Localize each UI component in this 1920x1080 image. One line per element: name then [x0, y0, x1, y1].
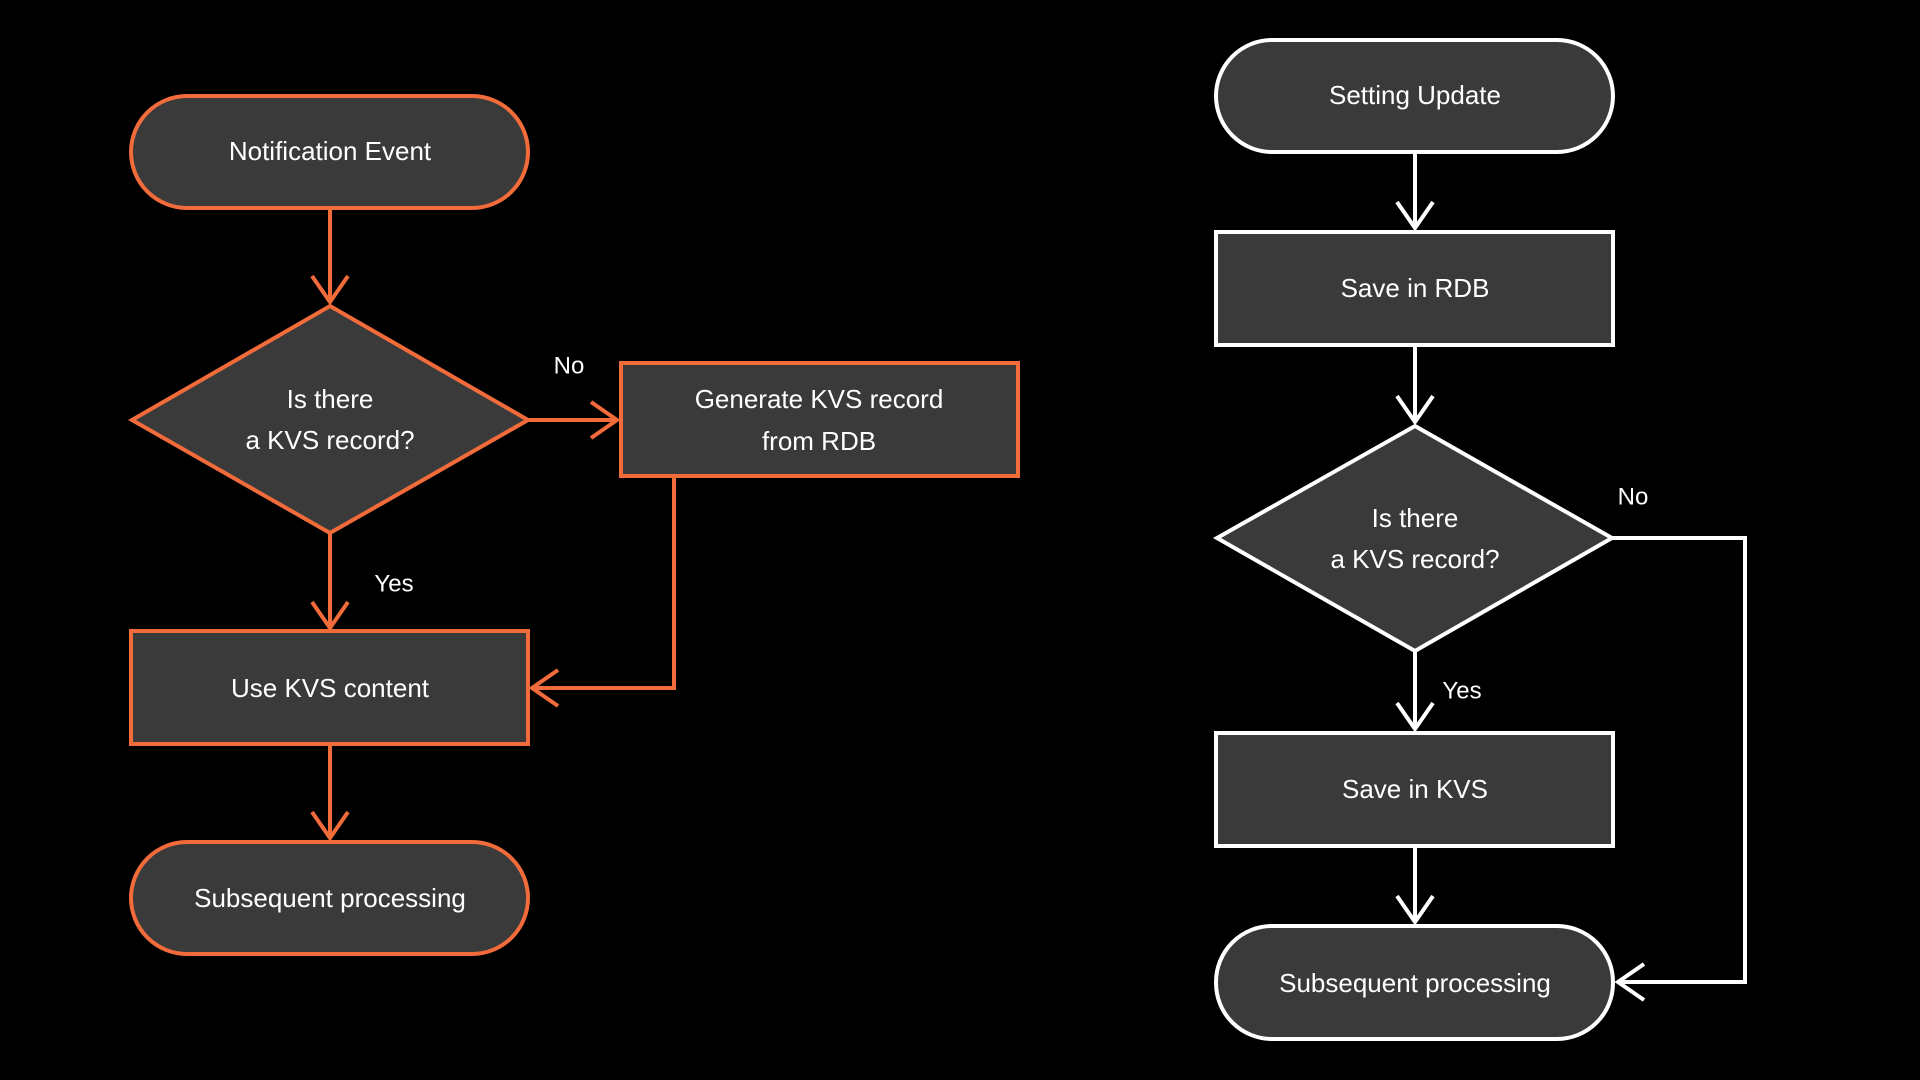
- left-arrowhead-decision: [310, 274, 350, 306]
- right-decision-label-1: Is there: [1372, 503, 1459, 533]
- left-edge-generate-to-use: [532, 478, 676, 690]
- right-save-kvs-box: [1214, 731, 1615, 848]
- left-use-kvs-label: Use KVS content: [231, 673, 430, 703]
- right-arrowhead-rdb: [1395, 200, 1435, 232]
- left-arrowhead-generate: [589, 400, 621, 440]
- left-start-label: Notification Event: [229, 136, 432, 166]
- left-arrowhead-use: [310, 600, 350, 632]
- left-generate-label-1: Generate KVS record: [695, 384, 944, 414]
- left-decision-label-1: Is there: [287, 384, 374, 414]
- left-no-label: No: [554, 352, 585, 379]
- right-end-terminal: [1214, 924, 1615, 1041]
- right-save-rdb-box: [1214, 230, 1615, 347]
- left-arrowhead-use-from-generate: [528, 668, 560, 708]
- left-end-label: Subsequent processing: [194, 883, 466, 913]
- left-yes-label: Yes: [374, 570, 413, 597]
- right-arrowhead-end-from-no: [1614, 962, 1646, 1002]
- left-arrowhead-end: [310, 810, 350, 842]
- right-yes-label: Yes: [1442, 677, 1481, 704]
- right-arrowhead-kvs: [1395, 701, 1435, 733]
- right-save-kvs-label: Save in KVS: [1342, 774, 1488, 804]
- left-generate-label-2: from RDB: [762, 426, 876, 456]
- right-decision-diamond: [1212, 423, 1617, 654]
- left-generate-box: [619, 361, 1020, 478]
- left-start-terminal: [129, 94, 530, 210]
- left-flowchart: [310, 210, 676, 842]
- right-save-rdb-label: Save in RDB: [1341, 273, 1490, 303]
- right-decision-label-2: a KVS record?: [1330, 544, 1499, 574]
- left-decision-label-2: a KVS record?: [245, 425, 414, 455]
- right-flowchart: [1395, 152, 1747, 1002]
- right-end-label: Subsequent processing: [1279, 968, 1551, 998]
- left-decision-diamond: [127, 303, 533, 536]
- right-arrowhead-end: [1395, 894, 1435, 926]
- right-start-label: Setting Update: [1329, 80, 1501, 110]
- right-arrowhead-decision: [1395, 394, 1435, 426]
- left-use-kvs-box: [129, 629, 530, 746]
- right-start-terminal: [1214, 38, 1615, 154]
- right-edge-decision-no-to-end: [1612, 536, 1747, 984]
- left-end-terminal: [129, 840, 530, 956]
- right-no-label: No: [1618, 483, 1649, 510]
